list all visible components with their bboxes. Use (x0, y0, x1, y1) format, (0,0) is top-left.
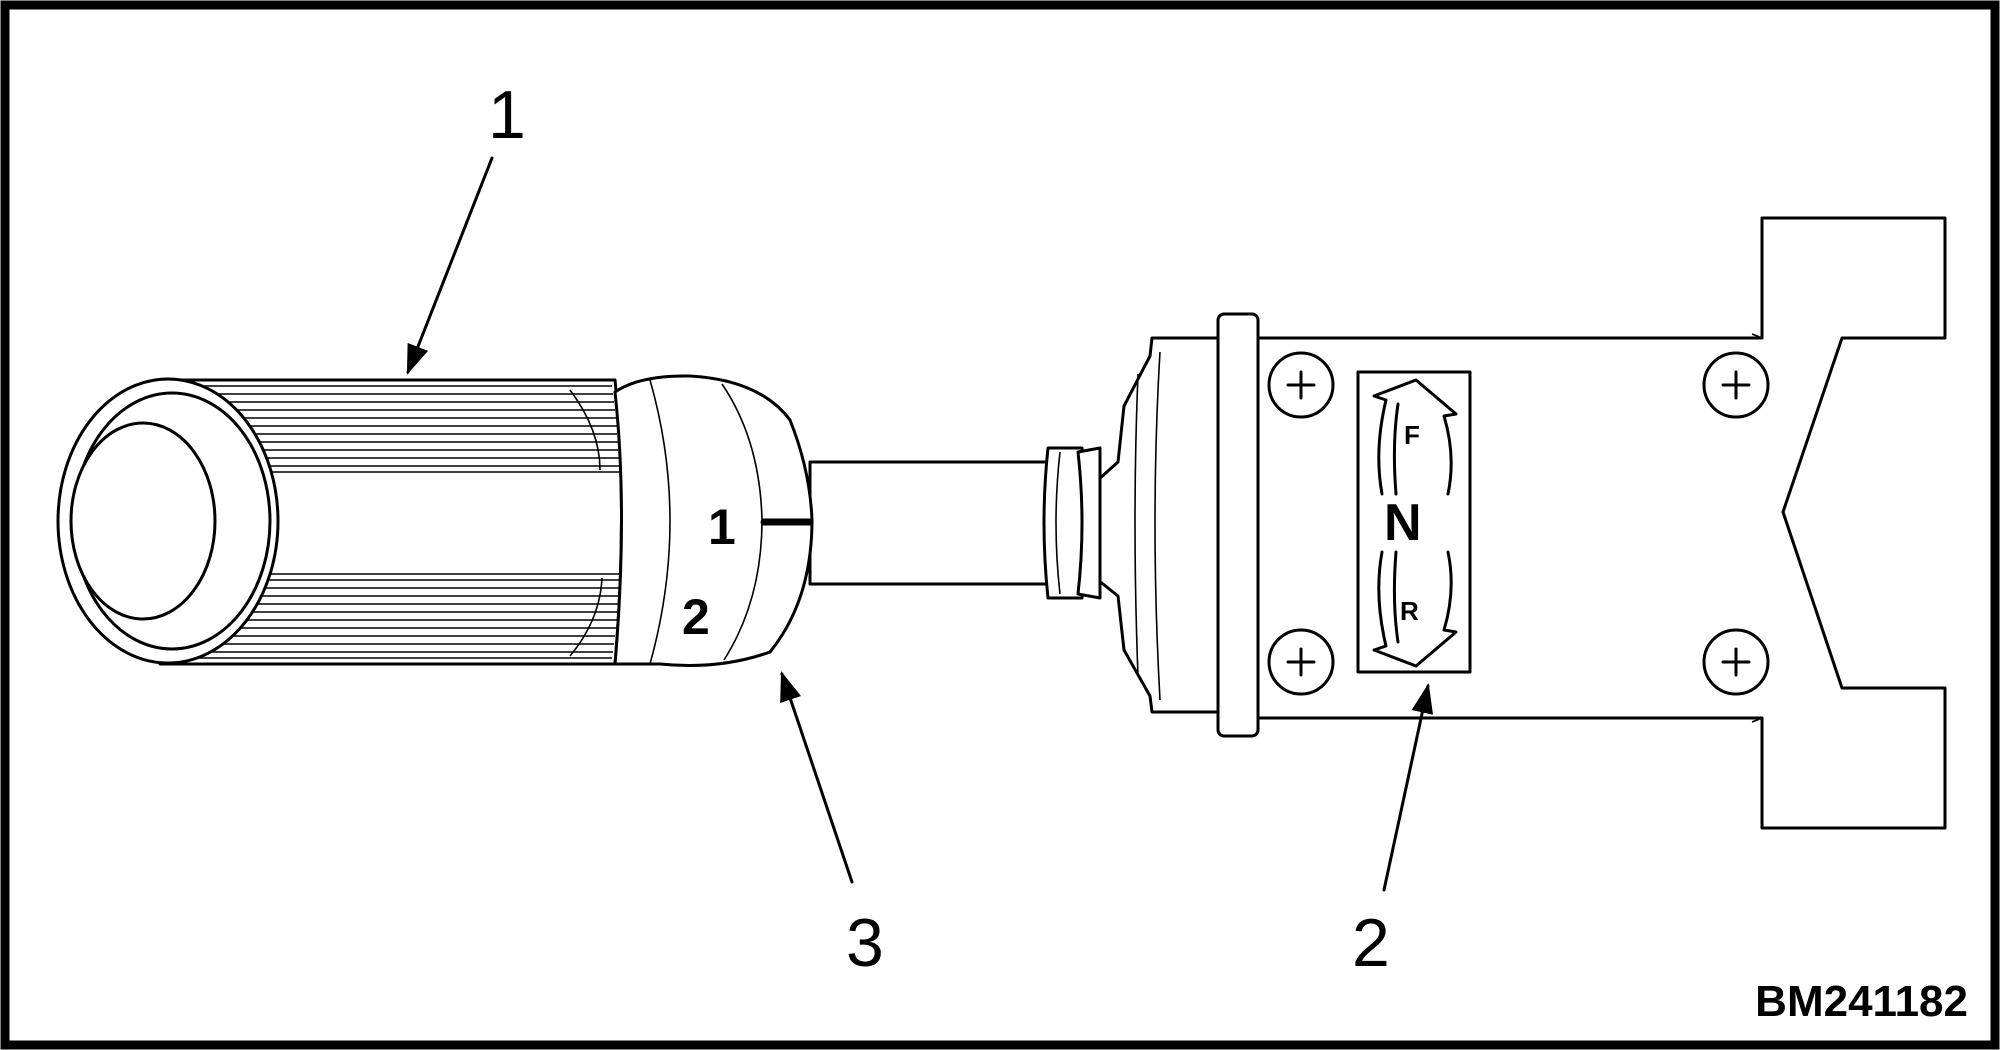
callout-3-leader (780, 671, 854, 884)
callout-3: 3 (846, 905, 884, 981)
knob-marking-2: 2 (682, 589, 710, 645)
plate-label-neutral: N (1384, 494, 1422, 552)
control-housing (1096, 312, 1260, 738)
plate-label-reverse: R (1400, 596, 1419, 626)
direction-plate: F N R (1356, 370, 1472, 674)
lever-shaft (808, 446, 1102, 600)
callout-1-leader (406, 156, 494, 375)
knob-marking-1: 1 (708, 499, 736, 555)
figure-id: BM241182 (1755, 977, 1968, 1026)
grip-knob: 1 2 (56, 374, 814, 667)
screw-bottom-left (1267, 628, 1335, 696)
callout-2-leader (1382, 683, 1434, 892)
screw-top-right (1702, 351, 1770, 419)
plate-label-forward: F (1404, 420, 1420, 450)
forward-arrow-icon (1372, 378, 1458, 496)
screw-top-left (1267, 351, 1335, 419)
callout-1: 1 (488, 77, 526, 153)
screw-bottom-right (1702, 628, 1770, 696)
callout-2: 2 (1352, 905, 1390, 981)
reverse-arrow-icon (1372, 550, 1458, 668)
